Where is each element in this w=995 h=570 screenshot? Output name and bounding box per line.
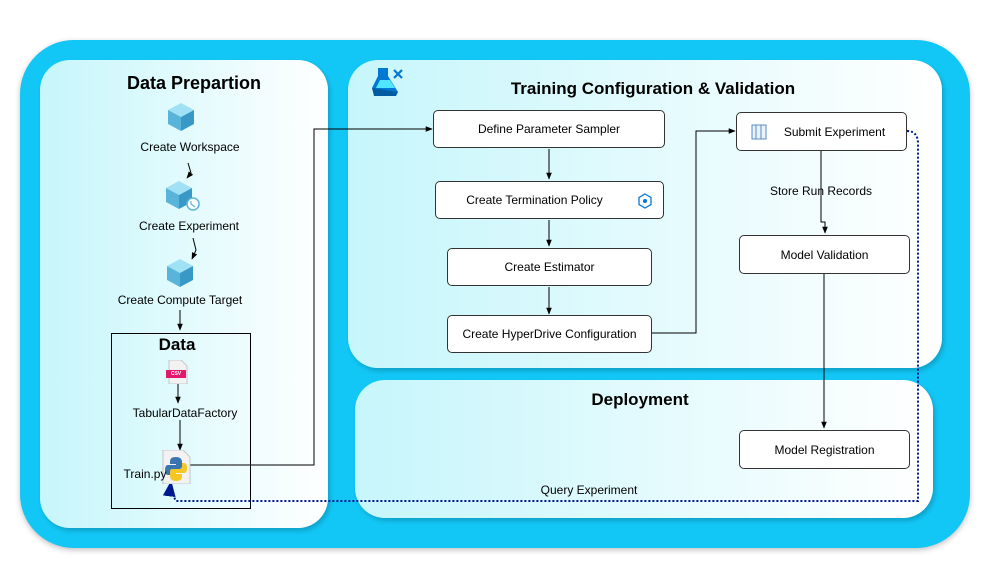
- edge-train-sampler: [190, 126, 433, 466]
- submit-experiment-node[interactable]: Submit Experiment: [736, 112, 907, 151]
- submit-experiment-label: Submit Experiment: [783, 124, 886, 139]
- create-compute-target-label: Create Compute Target: [117, 293, 243, 307]
- model-validation-node[interactable]: Model Validation: [739, 235, 910, 274]
- train-py-label: Train.py: [123, 467, 167, 481]
- termination-policy-icon: [638, 193, 652, 209]
- define-parameter-sampler-node[interactable]: Define Parameter Sampler: [433, 110, 665, 148]
- create-experiment-label: Create Experiment: [138, 219, 240, 233]
- azure-ml-icon: [372, 68, 403, 96]
- data-title: Data: [158, 335, 196, 354]
- compute-cube-icon: [167, 259, 193, 287]
- edge-experiment-compute: [191, 237, 198, 260]
- create-estimator-node[interactable]: Create Estimator: [447, 248, 652, 286]
- edge-workspace-experiment: [186, 162, 194, 179]
- csv-file-icon: CSV: [166, 360, 188, 384]
- csv-badge-text: CSV: [170, 371, 182, 377]
- experiment-cube-icon: [166, 181, 200, 211]
- deployment-title: Deployment: [591, 390, 689, 409]
- edge-submit-validation: [820, 151, 828, 234]
- edge-hyperdrive-submit: [652, 128, 736, 334]
- create-termination-policy-label: Create Termination Policy: [466, 193, 603, 207]
- data-preparation-title: Data Prepartion: [126, 73, 262, 93]
- create-workspace-label: Create Workspace: [140, 140, 240, 154]
- create-termination-policy-node[interactable]: Create Termination Policy: [435, 181, 664, 219]
- training-title: Training Configuration & Validation: [510, 79, 796, 98]
- model-registration-node[interactable]: Model Registration: [739, 430, 910, 469]
- query-experiment-label: Query Experiment: [540, 483, 638, 497]
- data-section: [111, 333, 251, 509]
- data-preparation-panel: [40, 60, 328, 528]
- experiment-table-icon: [751, 124, 767, 140]
- create-hyperdrive-configuration-node[interactable]: Create HyperDrive Configuration: [447, 315, 652, 353]
- store-run-records-label: Store Run Records: [769, 184, 873, 198]
- edge-query-experiment: [162, 130, 919, 502]
- python-file-icon: [162, 450, 191, 484]
- tabular-data-factory-label: TabularDataFactory: [132, 406, 238, 420]
- workspace-cube-icon: [168, 103, 194, 131]
